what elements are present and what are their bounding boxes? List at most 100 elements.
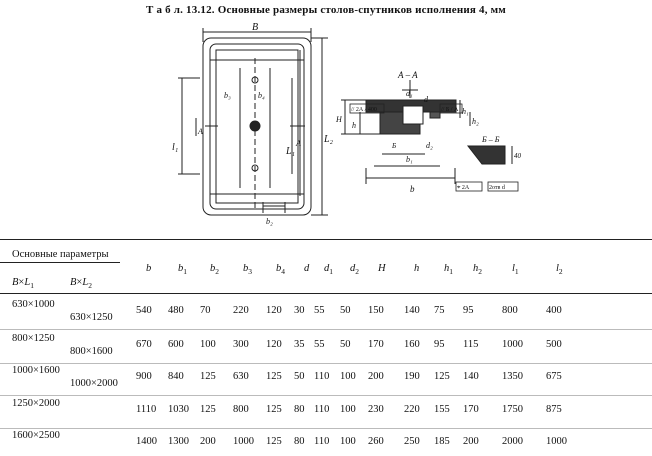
params-underline: [0, 262, 120, 263]
svg-text:b₂: b₂: [266, 217, 273, 226]
table-cell: 125: [434, 371, 450, 382]
table-cell: 170: [368, 339, 384, 350]
svg-text:40: 40: [514, 152, 522, 160]
table-cell: 900: [136, 371, 152, 382]
row-bxl2: 800×1600: [70, 346, 113, 357]
column-header: d: [304, 263, 310, 274]
svg-text:A – A: A – A: [397, 70, 418, 80]
column-header: b: [146, 263, 152, 274]
svg-text:b₁: b₁: [406, 155, 413, 164]
table-cell: 75: [434, 305, 445, 316]
table-cell: 170: [463, 404, 479, 415]
svg-text:L₁: L₁: [285, 146, 295, 157]
svg-text:b₃: b₃: [224, 91, 231, 100]
table-cell: 1110: [136, 404, 157, 415]
svg-text:b₄: b₄: [258, 91, 265, 100]
table-cell: 95: [463, 305, 474, 316]
svg-text:A: A: [197, 127, 203, 136]
table-cell: 80: [294, 404, 305, 415]
column-header: d1: [324, 263, 333, 277]
table-cell: 100: [200, 339, 216, 350]
row-divider: [0, 428, 652, 429]
table-cell: 35: [294, 339, 305, 350]
table-cell: 55: [314, 339, 325, 350]
header-bottom-rule: [0, 293, 652, 294]
row-bxl1: 630×1000: [12, 299, 55, 310]
table-cell: 220: [233, 305, 249, 316]
table-cell: 80: [294, 436, 305, 447]
svg-text:h₂: h₂: [472, 117, 479, 126]
svg-text:h: h: [352, 121, 356, 130]
table-cell: 220: [404, 404, 420, 415]
table-cell: 600: [168, 339, 184, 350]
svg-text:A: A: [295, 139, 301, 148]
table-cell: 55: [314, 305, 325, 316]
svg-text:d₁: d₁: [406, 89, 413, 98]
table-cell: 125: [266, 371, 282, 382]
table-cell: 50: [340, 305, 351, 316]
table-cell: 260: [368, 436, 384, 447]
row-bxl1: 800×1250: [12, 333, 55, 344]
column-header: d2: [350, 263, 359, 277]
params-header: Основные параметры: [12, 249, 109, 260]
table-cell: 1000: [233, 436, 254, 447]
column-header: b1: [178, 263, 187, 277]
svg-text:H: H: [335, 115, 343, 124]
table-cell: 125: [200, 371, 216, 382]
table-cell: 200: [463, 436, 479, 447]
bxl2-header: B×L2: [70, 277, 92, 291]
plate-outline: [202, 37, 312, 216]
table-cell: 630: [233, 371, 249, 382]
column-header: h: [414, 263, 420, 274]
table-cell: 200: [200, 436, 216, 447]
row-divider: [0, 395, 652, 396]
svg-text:Б – Б: Б – Б: [481, 135, 500, 144]
table-cell: 250: [404, 436, 420, 447]
table-top-rule: [0, 239, 652, 240]
svg-text:// 2А / 400: // 2А / 400: [351, 107, 377, 113]
table-cell: 875: [546, 404, 562, 415]
table-cell: 95: [434, 339, 445, 350]
table-cell: 125: [266, 436, 282, 447]
table-cell: 50: [340, 339, 351, 350]
column-header: b4: [276, 263, 285, 277]
table-cell: 675: [546, 371, 562, 382]
svg-text:b: b: [410, 184, 415, 194]
svg-text:2отв d: 2отв d: [489, 185, 505, 191]
column-header: h2: [473, 263, 482, 277]
table-cell: 670: [136, 339, 152, 350]
table-cell: 1000: [502, 339, 523, 350]
svg-text:⌖ 2А: ⌖ 2А: [457, 185, 470, 191]
svg-text:l₁: l₁: [172, 142, 178, 153]
table-cell: 100: [340, 371, 356, 382]
svg-text:d₂: d₂: [426, 141, 433, 150]
table-cell: 1350: [502, 371, 523, 382]
column-header: H: [378, 263, 386, 274]
table-cell: 160: [404, 339, 420, 350]
svg-text:d: d: [424, 95, 429, 104]
technical-drawing: B b₃ b₄ A A l₁ L₁ L₂ b₂ A – A d₁ d H h h…: [172, 22, 522, 226]
table-cell: 70: [200, 305, 211, 316]
table-cell: 125: [200, 404, 216, 415]
table-cell: 800: [502, 305, 518, 316]
row-divider: [0, 363, 652, 364]
table-cell: 140: [404, 305, 420, 316]
table-cell: 230: [368, 404, 384, 415]
row-bxl1: 1600×2500: [12, 430, 60, 441]
table-cell: 185: [434, 436, 450, 447]
table-cell: 1750: [502, 404, 523, 415]
table-cell: 400: [546, 305, 562, 316]
dim-label-B: B: [252, 22, 258, 33]
bxl1-header: B×L1: [12, 277, 34, 291]
table-cell: 110: [314, 371, 330, 382]
table-cell: 110: [314, 436, 330, 447]
column-header: b3: [243, 263, 252, 277]
table-cell: 300: [233, 339, 249, 350]
row-divider: [0, 329, 652, 330]
table-cell: 140: [463, 371, 479, 382]
table-cell: 150: [368, 305, 384, 316]
table-cell: 2000: [502, 436, 523, 447]
table-cell: 120: [266, 339, 282, 350]
table-cell: 125: [266, 404, 282, 415]
table-cell: 30: [294, 305, 305, 316]
